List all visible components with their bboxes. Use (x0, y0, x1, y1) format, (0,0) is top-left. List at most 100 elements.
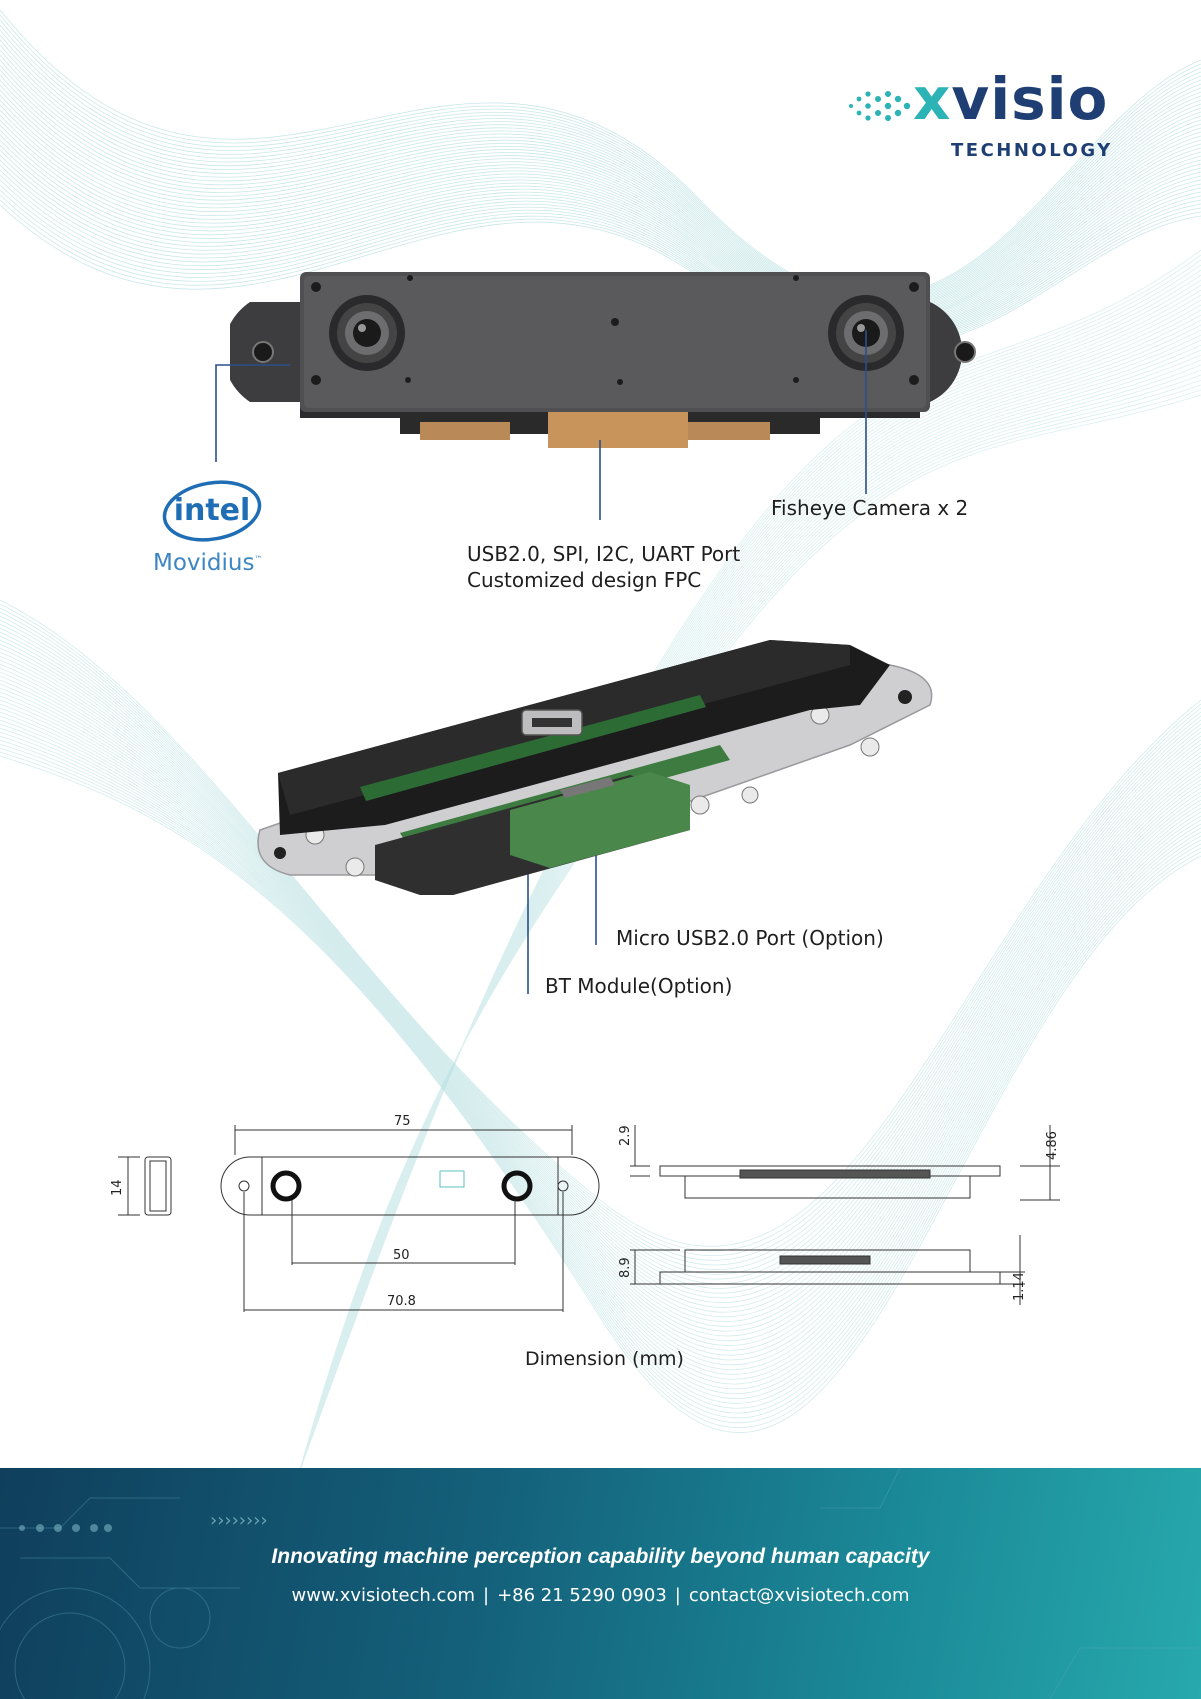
movidius-label: Movidius™ (153, 550, 262, 576)
wave-line (0, 174, 1201, 342)
wave-line (0, 627, 1201, 1280)
wave-line (0, 159, 1201, 338)
circuit-pattern-decoration: ›››››››› (0, 1468, 1200, 1699)
fisheye-lens-left (329, 295, 405, 371)
logo-wordmark: xvisio (913, 70, 1108, 128)
intel-wordmark: intel (174, 493, 251, 528)
wave-line (0, 623, 1201, 1275)
wave-line (0, 109, 1201, 324)
wave-line (0, 94, 1201, 320)
dimension-drawing (118, 1125, 1060, 1312)
wave-line (0, 635, 1201, 1289)
port-label-line1: USB2.0, SPI, I2C, UART Port (467, 542, 741, 566)
email-link[interactable]: contact@xvisiotech.com (688, 1585, 910, 1606)
footer-contact-line: www.xvisiotech.com|+86 21 5290 0903|cont… (0, 1585, 1201, 1606)
port-label-line2: Customized design FPC (467, 568, 702, 592)
wave-line (0, 44, 1201, 307)
wave-line (0, 129, 1201, 330)
wave-line (0, 619, 1201, 1271)
wave-line (0, 651, 1201, 1308)
dim-height: 14 (110, 1179, 125, 1196)
bt-module-label: BT Module(Option) (545, 974, 733, 998)
movidius-text: Movidius (153, 550, 255, 576)
wave-line (0, 139, 1201, 332)
wave-line (0, 19, 1201, 300)
wave-line (0, 687, 1201, 1351)
wave-line (0, 711, 1201, 1380)
wave-line (0, 194, 1201, 347)
separator-2: | (674, 1585, 681, 1606)
wave-line (0, 99, 1201, 322)
wave-line (0, 655, 1201, 1313)
dim-camera-baseline: 50 (393, 1248, 410, 1263)
website-link[interactable]: www.xvisiotech.com (291, 1585, 476, 1606)
dim-side-top: 2.9 (618, 1125, 633, 1146)
wave-line (0, 751, 1201, 1429)
logo-visio: visio (951, 65, 1109, 133)
footer-banner: ›››››››› Innovating machine perception c… (0, 1468, 1201, 1699)
wave-line (0, 719, 1201, 1390)
wave-line (0, 169, 1201, 340)
wave-line (0, 615, 1201, 1266)
wave-line (0, 114, 1201, 326)
wave-line (0, 74, 1201, 315)
callout-lines-top (215, 330, 867, 994)
wave-line (0, 39, 1201, 306)
wave-line (0, 707, 1201, 1375)
wave-line (0, 699, 1201, 1366)
fisheye-camera-label: Fisheye Camera x 2 (771, 496, 969, 520)
wave-line (0, 24, 1201, 302)
dim-bottom-pcb: 1.14 (1012, 1272, 1027, 1301)
wave-line (0, 119, 1201, 327)
wave-line (0, 607, 1201, 1256)
wave-line (0, 683, 1201, 1347)
intel-logo-icon: intel (162, 480, 262, 542)
logo-dots-icon (849, 91, 911, 121)
wave-line (0, 204, 1201, 350)
wave-line (0, 703, 1201, 1370)
wave-line (0, 691, 1201, 1356)
wave-line (0, 715, 1201, 1385)
wave-line (0, 603, 1201, 1252)
wave-line (0, 144, 1201, 334)
wave-line (0, 647, 1201, 1303)
logo-x: x (913, 65, 952, 133)
logo-subtitle: TECHNOLOGY (951, 140, 1113, 161)
wave-line (0, 9, 1201, 298)
wave-line (0, 149, 1201, 335)
wave-line (0, 611, 1201, 1261)
wave-line (0, 663, 1201, 1322)
dim-side-total: 4.86 (1045, 1131, 1060, 1160)
wave-line (0, 727, 1201, 1399)
phone-number: +86 21 5290 0903 (497, 1585, 667, 1606)
wave-line (0, 34, 1201, 304)
device-front-illustration (230, 272, 976, 448)
footer-tagline: Innovating machine perception capability… (271, 1545, 930, 1568)
dim-bottom-total: 8.9 (618, 1257, 633, 1278)
wave-line (0, 79, 1201, 316)
wave-line (0, 154, 1201, 336)
dimension-title: Dimension (mm) (525, 1348, 684, 1370)
trademark-mark: ™ (254, 554, 263, 564)
wave-line (0, 675, 1201, 1337)
wave-line (0, 695, 1201, 1361)
wave-line (0, 59, 1201, 311)
dim-overall-length: 75 (394, 1114, 411, 1129)
chevron-arrows-icon: ›››››››› (210, 1510, 268, 1531)
wave-line (0, 189, 1201, 346)
wave-line (0, 643, 1201, 1299)
wave-line (0, 84, 1201, 318)
wave-line (0, 747, 1201, 1424)
wave-line (0, 49, 1201, 308)
wave-line (0, 29, 1201, 303)
wave-line (0, 739, 1201, 1414)
dim-hole-spacing: 70.8 (387, 1294, 416, 1309)
wave-line (0, 54, 1201, 310)
device-rear-illustration (257, 640, 933, 895)
wave-line (0, 14, 1201, 299)
wave-line (0, 659, 1201, 1318)
wave-background (0, 9, 1201, 1470)
wave-line (0, 599, 1201, 1247)
wave-line (0, 723, 1201, 1395)
